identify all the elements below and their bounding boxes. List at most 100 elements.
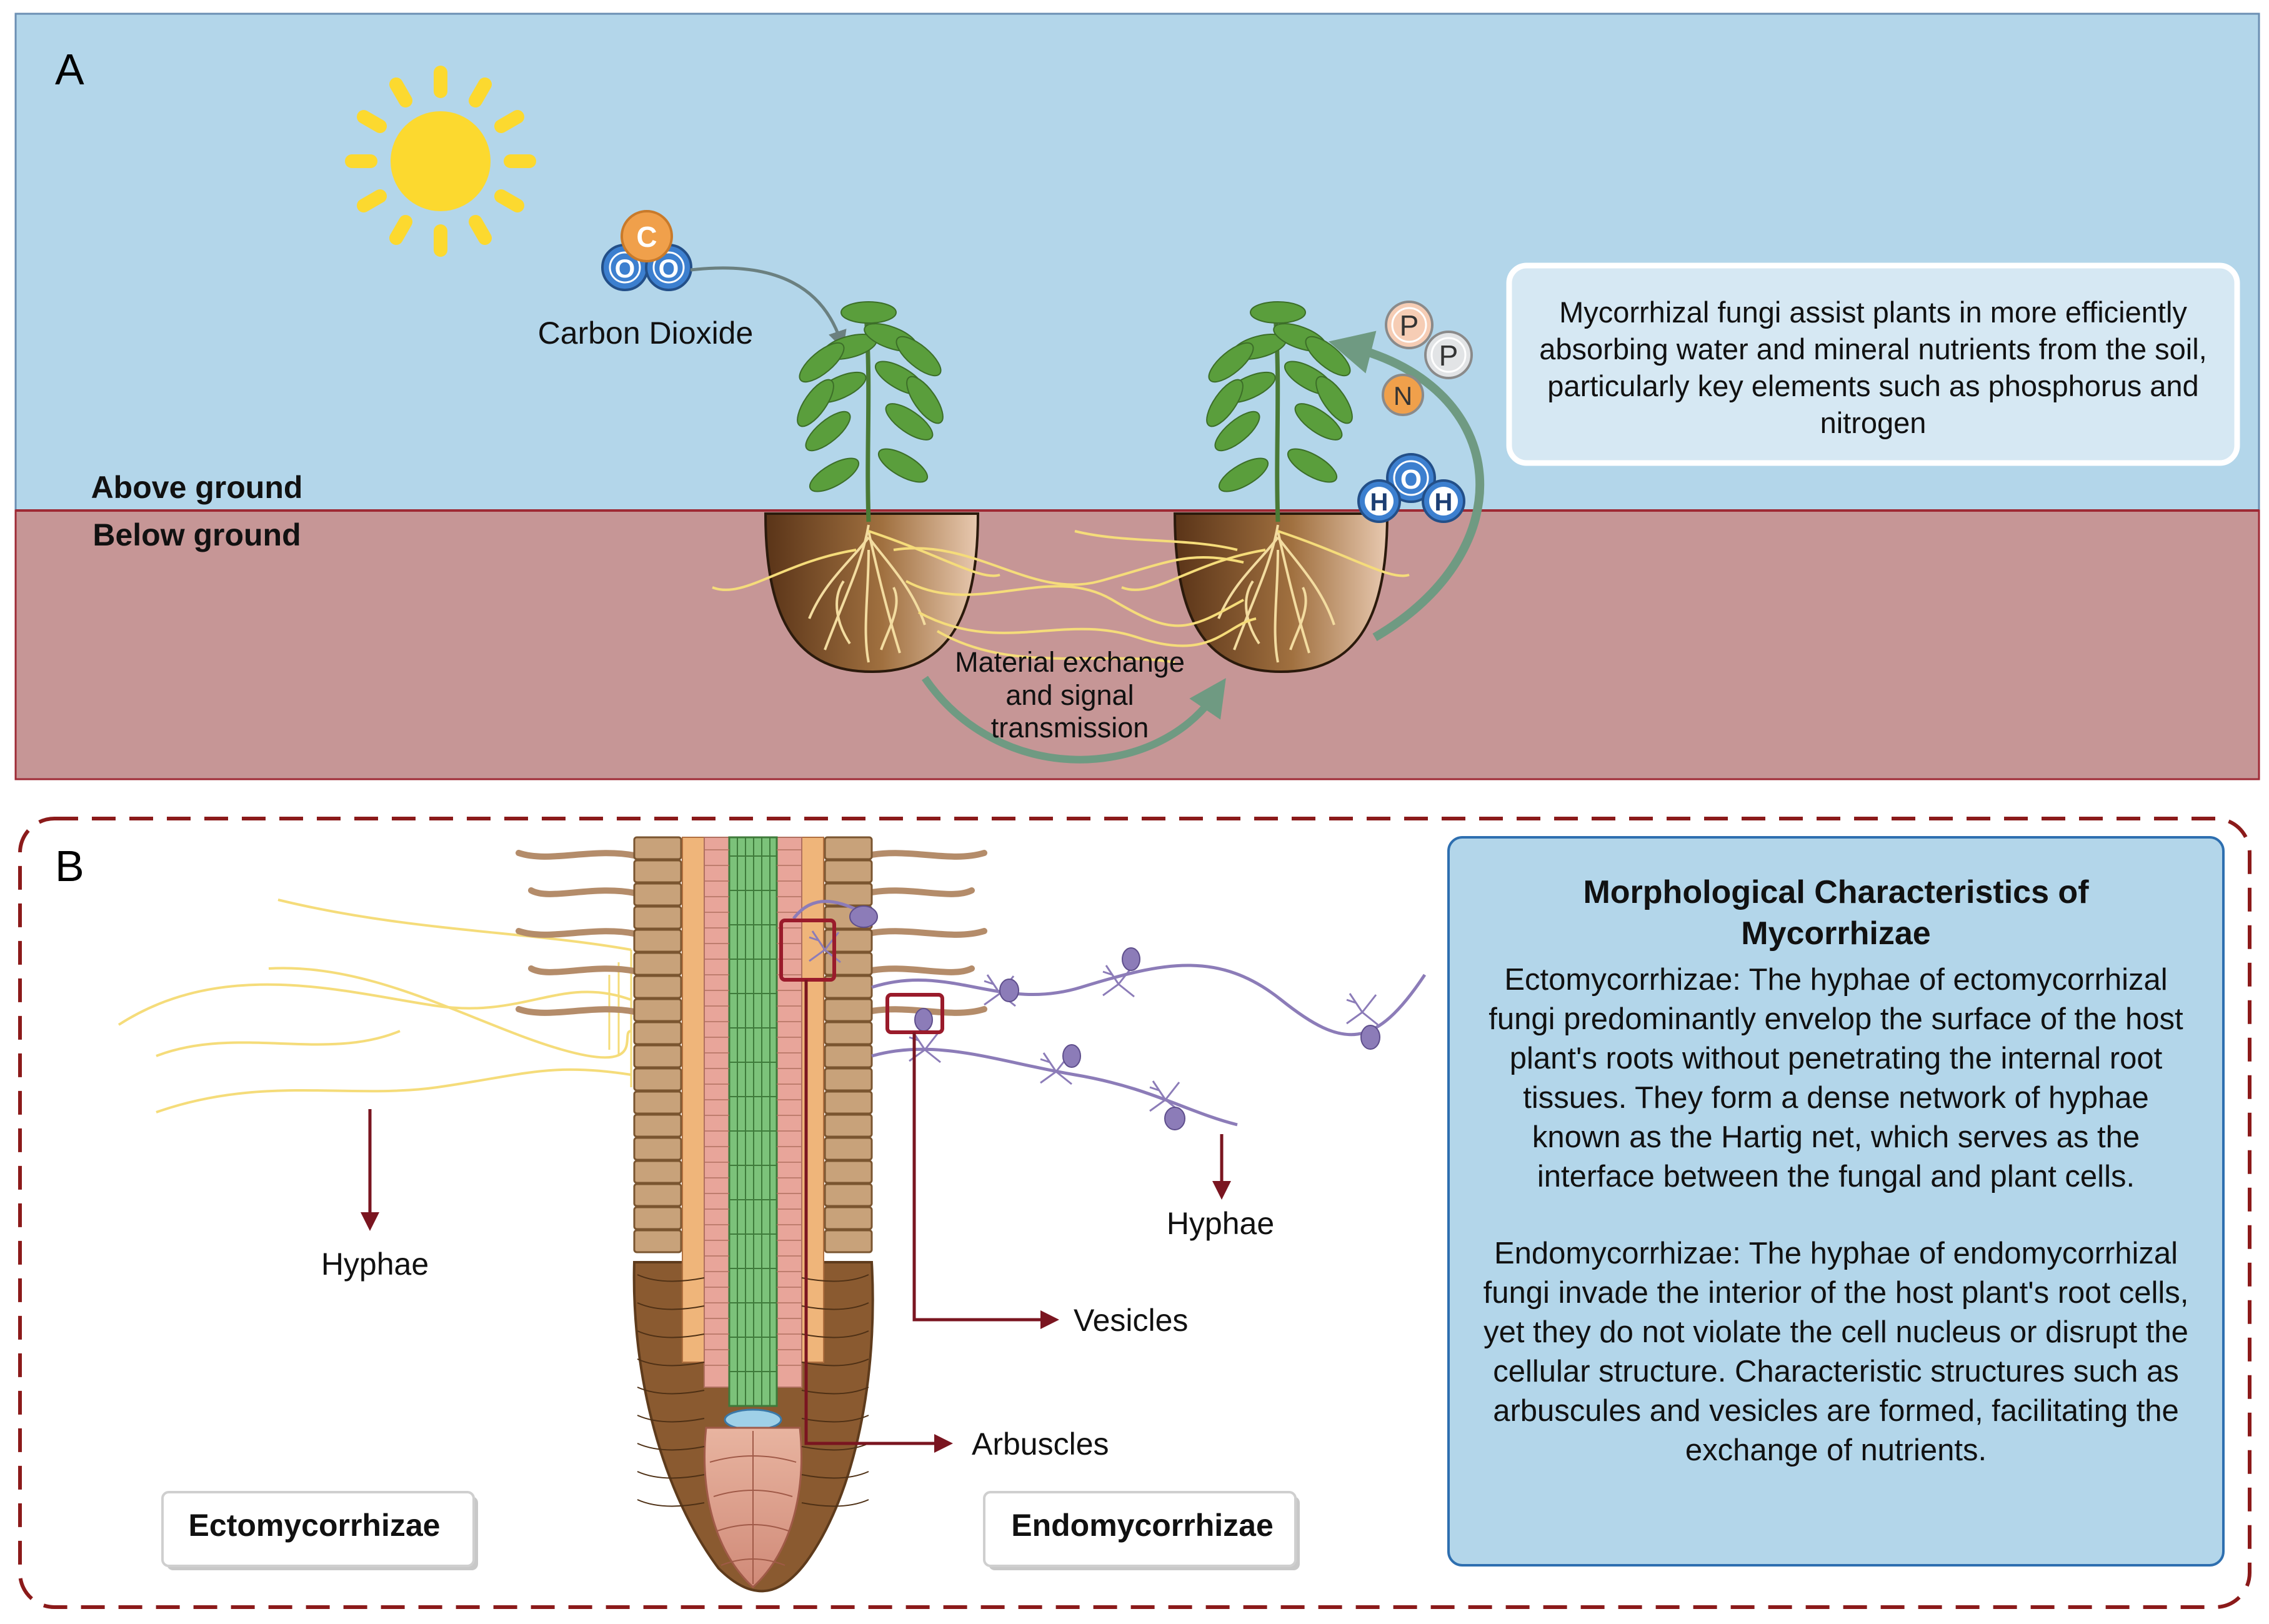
epidermis-cell bbox=[824, 1160, 873, 1184]
root-cross-section bbox=[516, 836, 987, 1593]
plant-leaf bbox=[809, 457, 860, 492]
epidermis-cell bbox=[633, 1229, 682, 1253]
tip-cell bbox=[801, 1415, 869, 1423]
epidermis-cell bbox=[824, 1044, 873, 1069]
hypha-branch bbox=[1102, 965, 1135, 998]
endo-hypha bbox=[871, 1047, 1238, 1127]
info-box-b-para2: Endomycorrhizae: The hyphae of endomycor… bbox=[1483, 1237, 2189, 1467]
nitrogen-symbol: N bbox=[1394, 381, 1412, 411]
phosphorus-molecule: P bbox=[1424, 331, 1473, 379]
root-strand bbox=[867, 531, 901, 654]
root-hair bbox=[516, 928, 641, 938]
vascular-lines bbox=[729, 837, 777, 1406]
epidermis-cell bbox=[824, 1206, 873, 1230]
sun-ray bbox=[389, 77, 412, 108]
oxygen-atom-inner bbox=[609, 251, 641, 284]
plant-leaf bbox=[1315, 376, 1353, 424]
sun-ray bbox=[357, 110, 387, 133]
root-strand bbox=[808, 536, 870, 619]
root-hair bbox=[516, 1006, 641, 1016]
root-strand bbox=[1233, 524, 1279, 650]
hypha-branch bbox=[1040, 1052, 1072, 1085]
tip-cell bbox=[637, 1443, 705, 1451]
info-box-b-para1: Ectomycorrhizae: The hyphae of ectomycor… bbox=[1489, 963, 2183, 1193]
tip-cell bbox=[637, 1358, 705, 1367]
root-hypha bbox=[1121, 549, 1266, 591]
root-strand bbox=[824, 524, 870, 650]
exchange-label-line2: and signal bbox=[1005, 679, 1134, 711]
cortex-lines bbox=[704, 849, 802, 1366]
tip-cell bbox=[801, 1358, 869, 1367]
exchange-label-line1: Material exchange bbox=[955, 646, 1185, 678]
root-strand bbox=[864, 549, 870, 663]
plant-leaf bbox=[840, 301, 897, 324]
plant-right bbox=[1121, 301, 1410, 674]
tip-cell bbox=[637, 1499, 705, 1507]
oxygen-symbol: O bbox=[1400, 464, 1422, 495]
plant-leaf bbox=[797, 379, 834, 427]
vesicles-arrow bbox=[912, 1032, 1059, 1329]
root-strand bbox=[1277, 536, 1335, 625]
tip-cell bbox=[801, 1302, 869, 1310]
epidermis-cell bbox=[633, 1090, 682, 1115]
sun-icon bbox=[345, 66, 536, 257]
tip-cell bbox=[801, 1387, 869, 1395]
tip-cell bbox=[637, 1330, 705, 1338]
info-box-a-paragraph: Mycorrhizal fungi assist plants in more … bbox=[1539, 296, 2207, 439]
tip-cell bbox=[801, 1499, 869, 1507]
phosphorus-molecule: P bbox=[1385, 301, 1434, 349]
panel-b-letter: B bbox=[55, 842, 84, 890]
co2-molecule: C O O bbox=[601, 210, 692, 291]
tip-cell bbox=[801, 1443, 869, 1451]
epidermis-cell bbox=[824, 1067, 873, 1092]
epidermis-cell bbox=[633, 905, 682, 930]
epidermis-cell bbox=[633, 1137, 682, 1161]
hyphae-left-label: Hyphae bbox=[321, 1247, 429, 1282]
plant-leaf bbox=[805, 411, 851, 452]
root-hair bbox=[862, 928, 987, 938]
soil-hyphae bbox=[893, 530, 1257, 664]
hydrogen-symbol: H bbox=[1370, 489, 1389, 516]
epidermis-cell bbox=[633, 929, 682, 953]
oxygen-symbol: O bbox=[659, 254, 679, 283]
vesicle bbox=[914, 1008, 933, 1032]
epidermis-cell bbox=[633, 1113, 682, 1138]
info-box-a bbox=[1506, 262, 2240, 466]
arbuscles-arrow bbox=[804, 980, 953, 1453]
epidermis-cell bbox=[633, 882, 682, 907]
vesicle bbox=[849, 905, 878, 928]
tip-cell bbox=[801, 1274, 869, 1282]
endo-tag-label: Endomycorrhizae bbox=[1011, 1508, 1274, 1543]
panel-a-letter: A bbox=[55, 45, 84, 94]
plant-roots bbox=[712, 524, 1000, 663]
hypha-branch bbox=[909, 1030, 941, 1064]
hypha-branch bbox=[809, 930, 841, 964]
root-hair bbox=[862, 965, 975, 975]
info-box-b bbox=[1447, 836, 2225, 1567]
hypha-branch bbox=[1149, 1080, 1182, 1113]
vesicle bbox=[999, 979, 1019, 1002]
nitrogen-molecule: N bbox=[1382, 374, 1424, 416]
endo-hyphae bbox=[792, 900, 1427, 1130]
plant-leaf bbox=[1287, 448, 1338, 483]
sun-ray bbox=[469, 214, 492, 245]
above-ground-label: Above ground bbox=[91, 470, 303, 505]
epidermis-cell bbox=[633, 1183, 682, 1207]
ecto-tag-label: Ectomycorrhizae bbox=[189, 1508, 441, 1543]
root-hair bbox=[528, 965, 641, 975]
carbon-dioxide-label: Carbon Dioxide bbox=[538, 316, 754, 351]
arbuscles-label: Arbuscles bbox=[972, 1427, 1109, 1462]
vesicle bbox=[1164, 1107, 1185, 1130]
root-strand bbox=[835, 580, 851, 645]
vesicle bbox=[1062, 1044, 1081, 1068]
epidermis-cell bbox=[633, 1021, 682, 1045]
root-hair bbox=[516, 850, 641, 860]
tip-cell bbox=[801, 1471, 869, 1479]
sun-ray bbox=[357, 189, 387, 212]
uptake-arrow bbox=[1329, 331, 1485, 642]
root-hair bbox=[528, 887, 641, 897]
epidermis-cell bbox=[824, 998, 873, 1022]
epidermis-cell bbox=[824, 1137, 873, 1161]
hydrogen-symbol: H bbox=[1435, 489, 1453, 516]
